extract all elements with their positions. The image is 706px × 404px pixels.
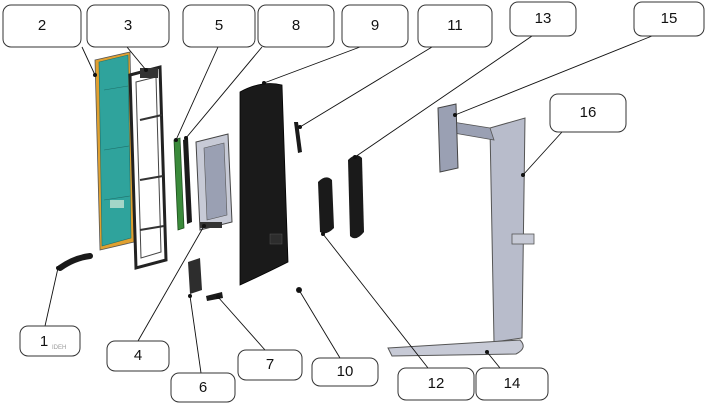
callout-2: 2 xyxy=(3,5,81,47)
svg-text:5: 5 xyxy=(215,17,223,34)
svg-text:13: 13 xyxy=(535,10,552,27)
part-12-stand-bracket xyxy=(318,177,334,233)
callout-5: 5 xyxy=(183,5,255,47)
part-2-lcd-panel xyxy=(95,52,134,250)
part-1-cable xyxy=(60,256,90,268)
svg-text:7: 7 xyxy=(266,356,274,373)
callout-6: 6 xyxy=(171,373,235,402)
svg-text:8: 8 xyxy=(292,17,300,34)
svg-text:3: 3 xyxy=(124,17,132,34)
part-9-rear-cover xyxy=(240,84,288,285)
svg-text:4: 4 xyxy=(134,347,142,364)
callout-14: 14 xyxy=(476,368,548,400)
svg-text:12: 12 xyxy=(428,375,445,392)
callout-13: 13 xyxy=(510,2,576,36)
svg-text:1: 1 xyxy=(40,333,48,350)
part-4-mainboard-shield xyxy=(196,134,232,230)
svg-text:10: 10 xyxy=(337,363,354,380)
svg-text:15: 15 xyxy=(661,10,678,27)
callout-7: 7 xyxy=(238,350,302,380)
part-13-hinge-cover xyxy=(348,155,364,238)
part-3-middle-frame xyxy=(130,67,166,268)
svg-text:9: 9 xyxy=(371,17,379,34)
svg-text:2: 2 xyxy=(38,17,46,34)
svg-text:14: 14 xyxy=(504,375,521,392)
part-5-green-board xyxy=(174,138,184,230)
small-text-ideh: IDEH xyxy=(52,345,66,351)
svg-text:16: 16 xyxy=(580,104,597,121)
svg-text:6: 6 xyxy=(199,379,207,396)
callout-11: 11 xyxy=(418,5,492,47)
callout-12: 12 xyxy=(398,368,474,400)
callout-9: 9 xyxy=(342,5,408,47)
svg-text:11: 11 xyxy=(447,17,463,34)
callout-16: 16 xyxy=(550,94,626,132)
part-8-strip xyxy=(183,138,192,224)
callout-8: 8 xyxy=(258,5,334,47)
callout-4: 4 xyxy=(107,341,169,371)
part-6-small-bracket xyxy=(188,258,202,294)
callout-1: 1 IDEH xyxy=(20,326,80,356)
callout-10: 10 xyxy=(312,358,378,386)
callout-15: 15 xyxy=(634,2,704,36)
callout-3: 3 xyxy=(87,5,169,47)
